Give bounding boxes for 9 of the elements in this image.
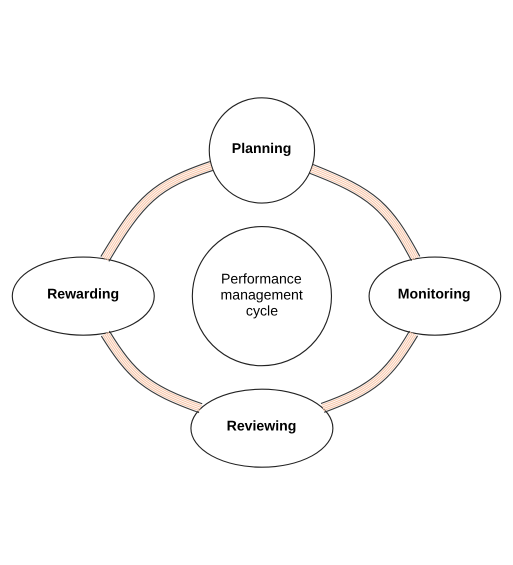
node-circle: Planning [208,97,316,204]
node-ellipse: Reviewing [190,388,334,468]
connector [320,330,418,413]
connector [100,161,213,262]
connector [309,164,420,262]
connector [100,330,202,414]
node-ellipse: Monitoring [368,256,502,336]
node-ellipse: Rewarding [12,256,155,336]
node-circle: Performance management cycle [192,226,332,366]
